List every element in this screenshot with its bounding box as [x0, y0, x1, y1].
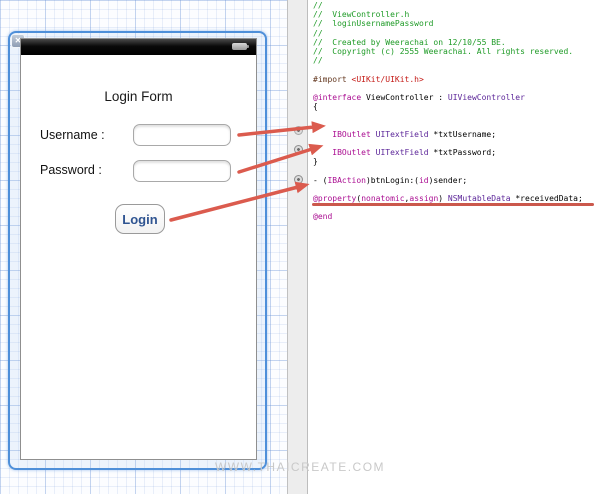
code-line: - (IBAction)btnLogin:(id)sender; — [313, 175, 468, 185]
code-listing[interactable]: //// ViewController.h// loginUsernamePas… — [313, 1, 600, 222]
code-line: // — [313, 28, 323, 38]
code-line — [313, 65, 600, 74]
code-line: @end — [313, 212, 333, 222]
code-line: @interface ViewController : UIViewContro… — [313, 92, 525, 102]
code-line — [313, 166, 600, 175]
code-line: // Copyright (c) 2555 Weerachai. All rig… — [313, 46, 574, 56]
error-underline — [312, 203, 594, 206]
login-button[interactable]: Login — [115, 204, 165, 234]
connection-well-icon[interactable] — [294, 145, 303, 154]
code-line — [313, 84, 600, 93]
code-line: IBOutlet UITextField *txtPassword; — [332, 148, 497, 157]
code-line: } — [313, 157, 318, 167]
code-line: // Created by Weerachai on 12/10/55 BE. — [313, 37, 506, 47]
username-label: Username : — [40, 128, 105, 142]
connection-well-icon[interactable] — [294, 175, 303, 184]
connection-well-icon[interactable] — [294, 126, 303, 135]
password-label: Password : — [40, 163, 102, 177]
code-line: // — [313, 1, 323, 10]
password-field[interactable] — [133, 160, 231, 182]
code-line — [313, 111, 600, 120]
code-line — [313, 185, 600, 194]
code-line: { — [313, 102, 318, 112]
code-line: // loginUsernamePassword — [313, 19, 434, 29]
code-editor[interactable]: //// ViewController.h// loginUsernamePas… — [308, 0, 600, 494]
interface-builder-canvas[interactable]: ✕ Login Form Username : Password : Login — [0, 0, 287, 494]
battery-icon — [232, 43, 251, 51]
code-line: // ViewController.h — [313, 10, 410, 20]
code-line: IBOutlet UITextField *txtUsername; — [332, 129, 497, 139]
code-line — [313, 120, 600, 129]
code-line: // — [313, 56, 323, 66]
code-line: @property(nonatomic,assign) NSMutableDat… — [313, 193, 583, 203]
login-view[interactable]: Login Form Username : Password : Login — [20, 38, 257, 460]
status-bar — [21, 39, 256, 55]
form-title: Login Form — [104, 89, 173, 104]
code-line — [313, 139, 600, 148]
code-line: #import <UIKit/UIKit.h> — [313, 74, 424, 84]
watermark: WWW.THAICREATE.COM — [214, 460, 386, 474]
username-field[interactable] — [133, 124, 231, 146]
editor-gutter — [287, 0, 308, 494]
